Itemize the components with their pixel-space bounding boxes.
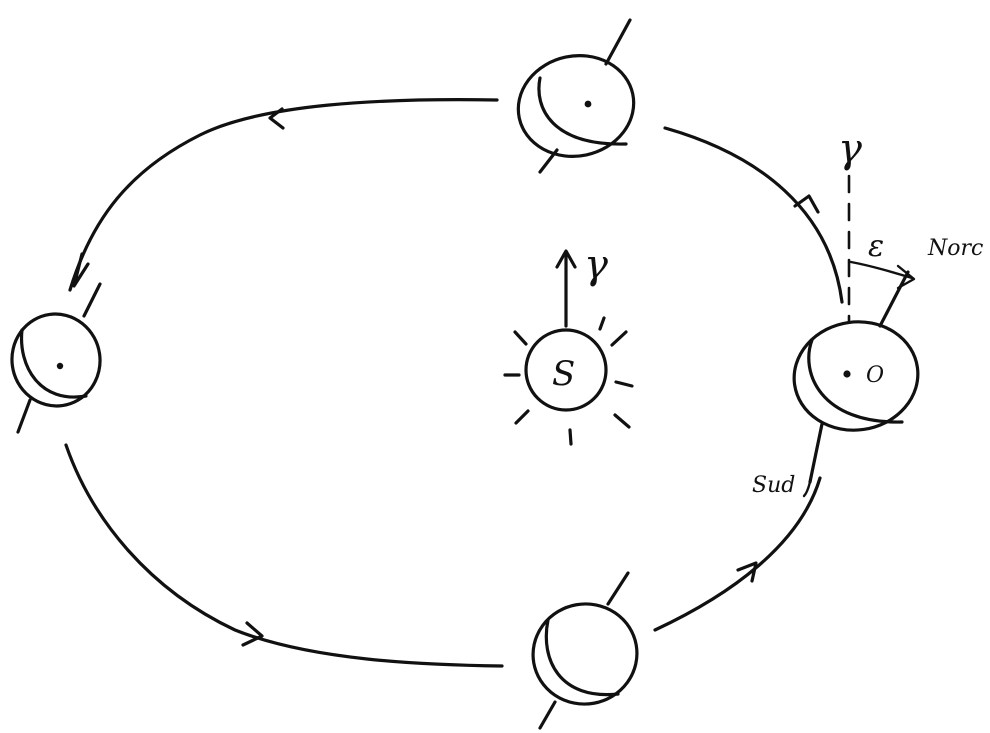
south-label: Sud <box>752 473 795 498</box>
earth-center-label: O <box>866 363 884 388</box>
earth-bottom <box>531 571 639 730</box>
arrow-right <box>793 194 820 214</box>
obliquity-construction: γ ε Norc Sud <box>752 126 983 498</box>
epsilon-arrow-head <box>896 264 916 290</box>
vernal-label-right: γ <box>838 126 862 172</box>
orbit-path <box>64 98 844 668</box>
orbit-arc-top <box>68 98 499 292</box>
sun-rays <box>503 316 634 446</box>
sun: S γ <box>503 242 634 446</box>
sun-label: S <box>552 354 575 394</box>
orbit-arc-top-right <box>663 126 844 304</box>
epsilon-angle-arc <box>849 260 914 280</box>
orbit-arc-bottom-right <box>653 476 822 632</box>
earth-right: O <box>792 270 920 484</box>
earth-top <box>516 18 636 174</box>
arrow-left <box>72 252 90 288</box>
orbit-arc-left-bottom <box>64 443 504 668</box>
sun-disk <box>524 328 608 412</box>
vernal-label-sun: γ <box>584 242 608 288</box>
north-label: Norc <box>927 236 983 261</box>
earth-left <box>10 282 102 434</box>
epsilon-label: ε <box>868 229 884 264</box>
arrow-bottom-right <box>736 561 758 583</box>
vernal-arrow-head <box>555 249 577 269</box>
south-pointer <box>802 480 812 498</box>
arrow-bottom <box>241 621 264 647</box>
arrow-top <box>268 107 285 130</box>
orbit-direction-arrows <box>72 107 820 647</box>
